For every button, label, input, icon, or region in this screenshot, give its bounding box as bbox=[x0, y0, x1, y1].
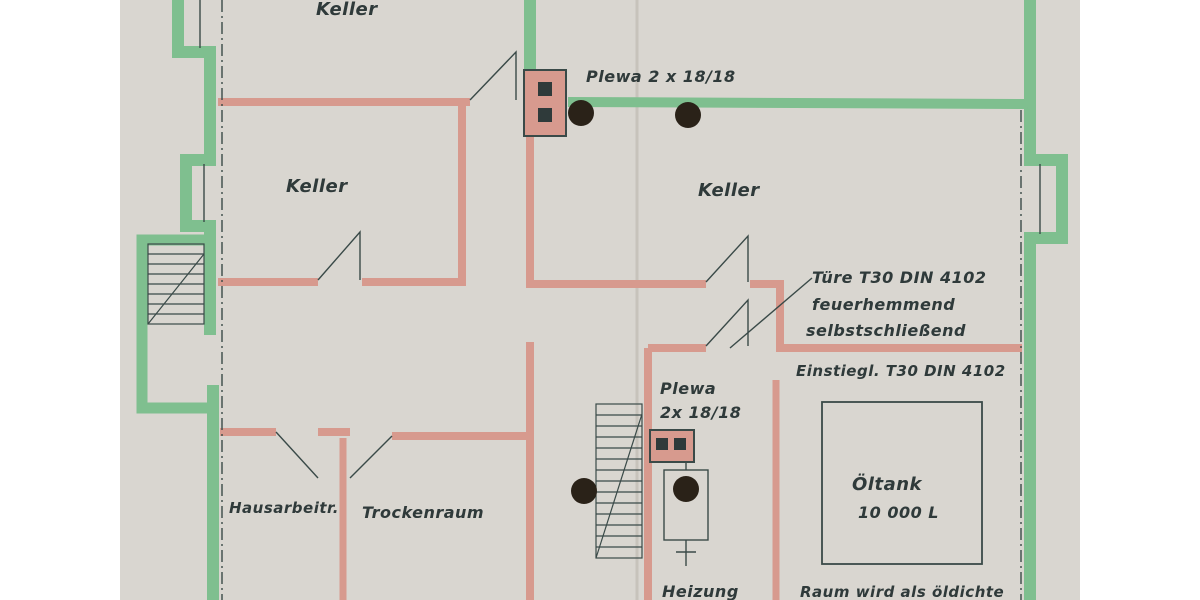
leader-door-note bbox=[729, 277, 813, 349]
label-trockenraum: Trockenraum bbox=[362, 503, 484, 522]
label-door-line3: selbstschließend bbox=[806, 321, 966, 340]
chimney-top-frame bbox=[523, 69, 567, 137]
door-swing-keller-left bbox=[317, 230, 361, 281]
punch-holes bbox=[568, 100, 701, 504]
exterior-wall-plewa bbox=[567, 97, 1029, 109]
interior-walls bbox=[218, 98, 1022, 600]
label-keller-right: Keller bbox=[698, 180, 760, 201]
exterior-walls bbox=[136, 0, 1068, 600]
label-einstieg: Einstiegl. T30 DIN 4102 bbox=[796, 362, 1006, 380]
stair-left-direction bbox=[147, 253, 205, 325]
door-swing-haus bbox=[275, 431, 319, 479]
label-door-line2: feuerhemmend bbox=[812, 295, 955, 314]
label-raum-note: Raum wird als öldichte bbox=[800, 583, 1004, 600]
oeltank-box bbox=[821, 401, 983, 565]
wall-keller-right bbox=[526, 112, 706, 288]
flue-top-2 bbox=[538, 108, 552, 122]
label-plewa-mid-1: Plewa bbox=[660, 379, 716, 398]
wall-corridor-right bbox=[750, 280, 1022, 352]
punch-hole-3 bbox=[571, 478, 597, 504]
label-door-line1: Türe T30 DIN 4102 bbox=[812, 268, 987, 287]
label-plewa-mid-2: 2x 18/18 bbox=[660, 403, 741, 422]
door-swing-trocken bbox=[349, 435, 393, 479]
chimney-top bbox=[523, 69, 567, 137]
door-swing-stair bbox=[705, 298, 749, 347]
label-plewa-top: Plewa 2 x 18/18 bbox=[586, 67, 736, 86]
chimney-mid-frame bbox=[649, 429, 695, 463]
punch-hole-2 bbox=[675, 102, 701, 128]
drawing-lines bbox=[199, 0, 1041, 600]
stair-middle bbox=[595, 403, 643, 559]
label-hausarbeit: Hausarbeitr. bbox=[229, 499, 339, 517]
exterior-wall-left-bay bbox=[136, 234, 210, 414]
stair-left bbox=[147, 243, 205, 325]
exterior-wall-right bbox=[1024, 0, 1068, 600]
label-oeltank-volume: 10 000 L bbox=[858, 503, 939, 522]
chimney-mid bbox=[649, 429, 695, 463]
room-labels: Keller Plewa 2 x 18/18 Keller Keller Tür… bbox=[229, 0, 1006, 600]
stair-middle-direction bbox=[595, 413, 643, 559]
label-oeltank: Öltank bbox=[852, 473, 923, 495]
door-swing-top bbox=[469, 50, 517, 101]
label-keller-top: Keller bbox=[316, 0, 378, 20]
punch-hole-4 bbox=[673, 476, 699, 502]
flue-mid-2 bbox=[674, 438, 686, 450]
door-swing-keller-right bbox=[705, 234, 749, 283]
flue-mid-1 bbox=[656, 438, 668, 450]
label-heizung: Heizung bbox=[662, 582, 739, 600]
flue-top-1 bbox=[538, 82, 552, 96]
exterior-wall-left-upper bbox=[172, 0, 216, 335]
label-keller-left: Keller bbox=[286, 176, 348, 197]
punch-hole-1 bbox=[568, 100, 594, 126]
